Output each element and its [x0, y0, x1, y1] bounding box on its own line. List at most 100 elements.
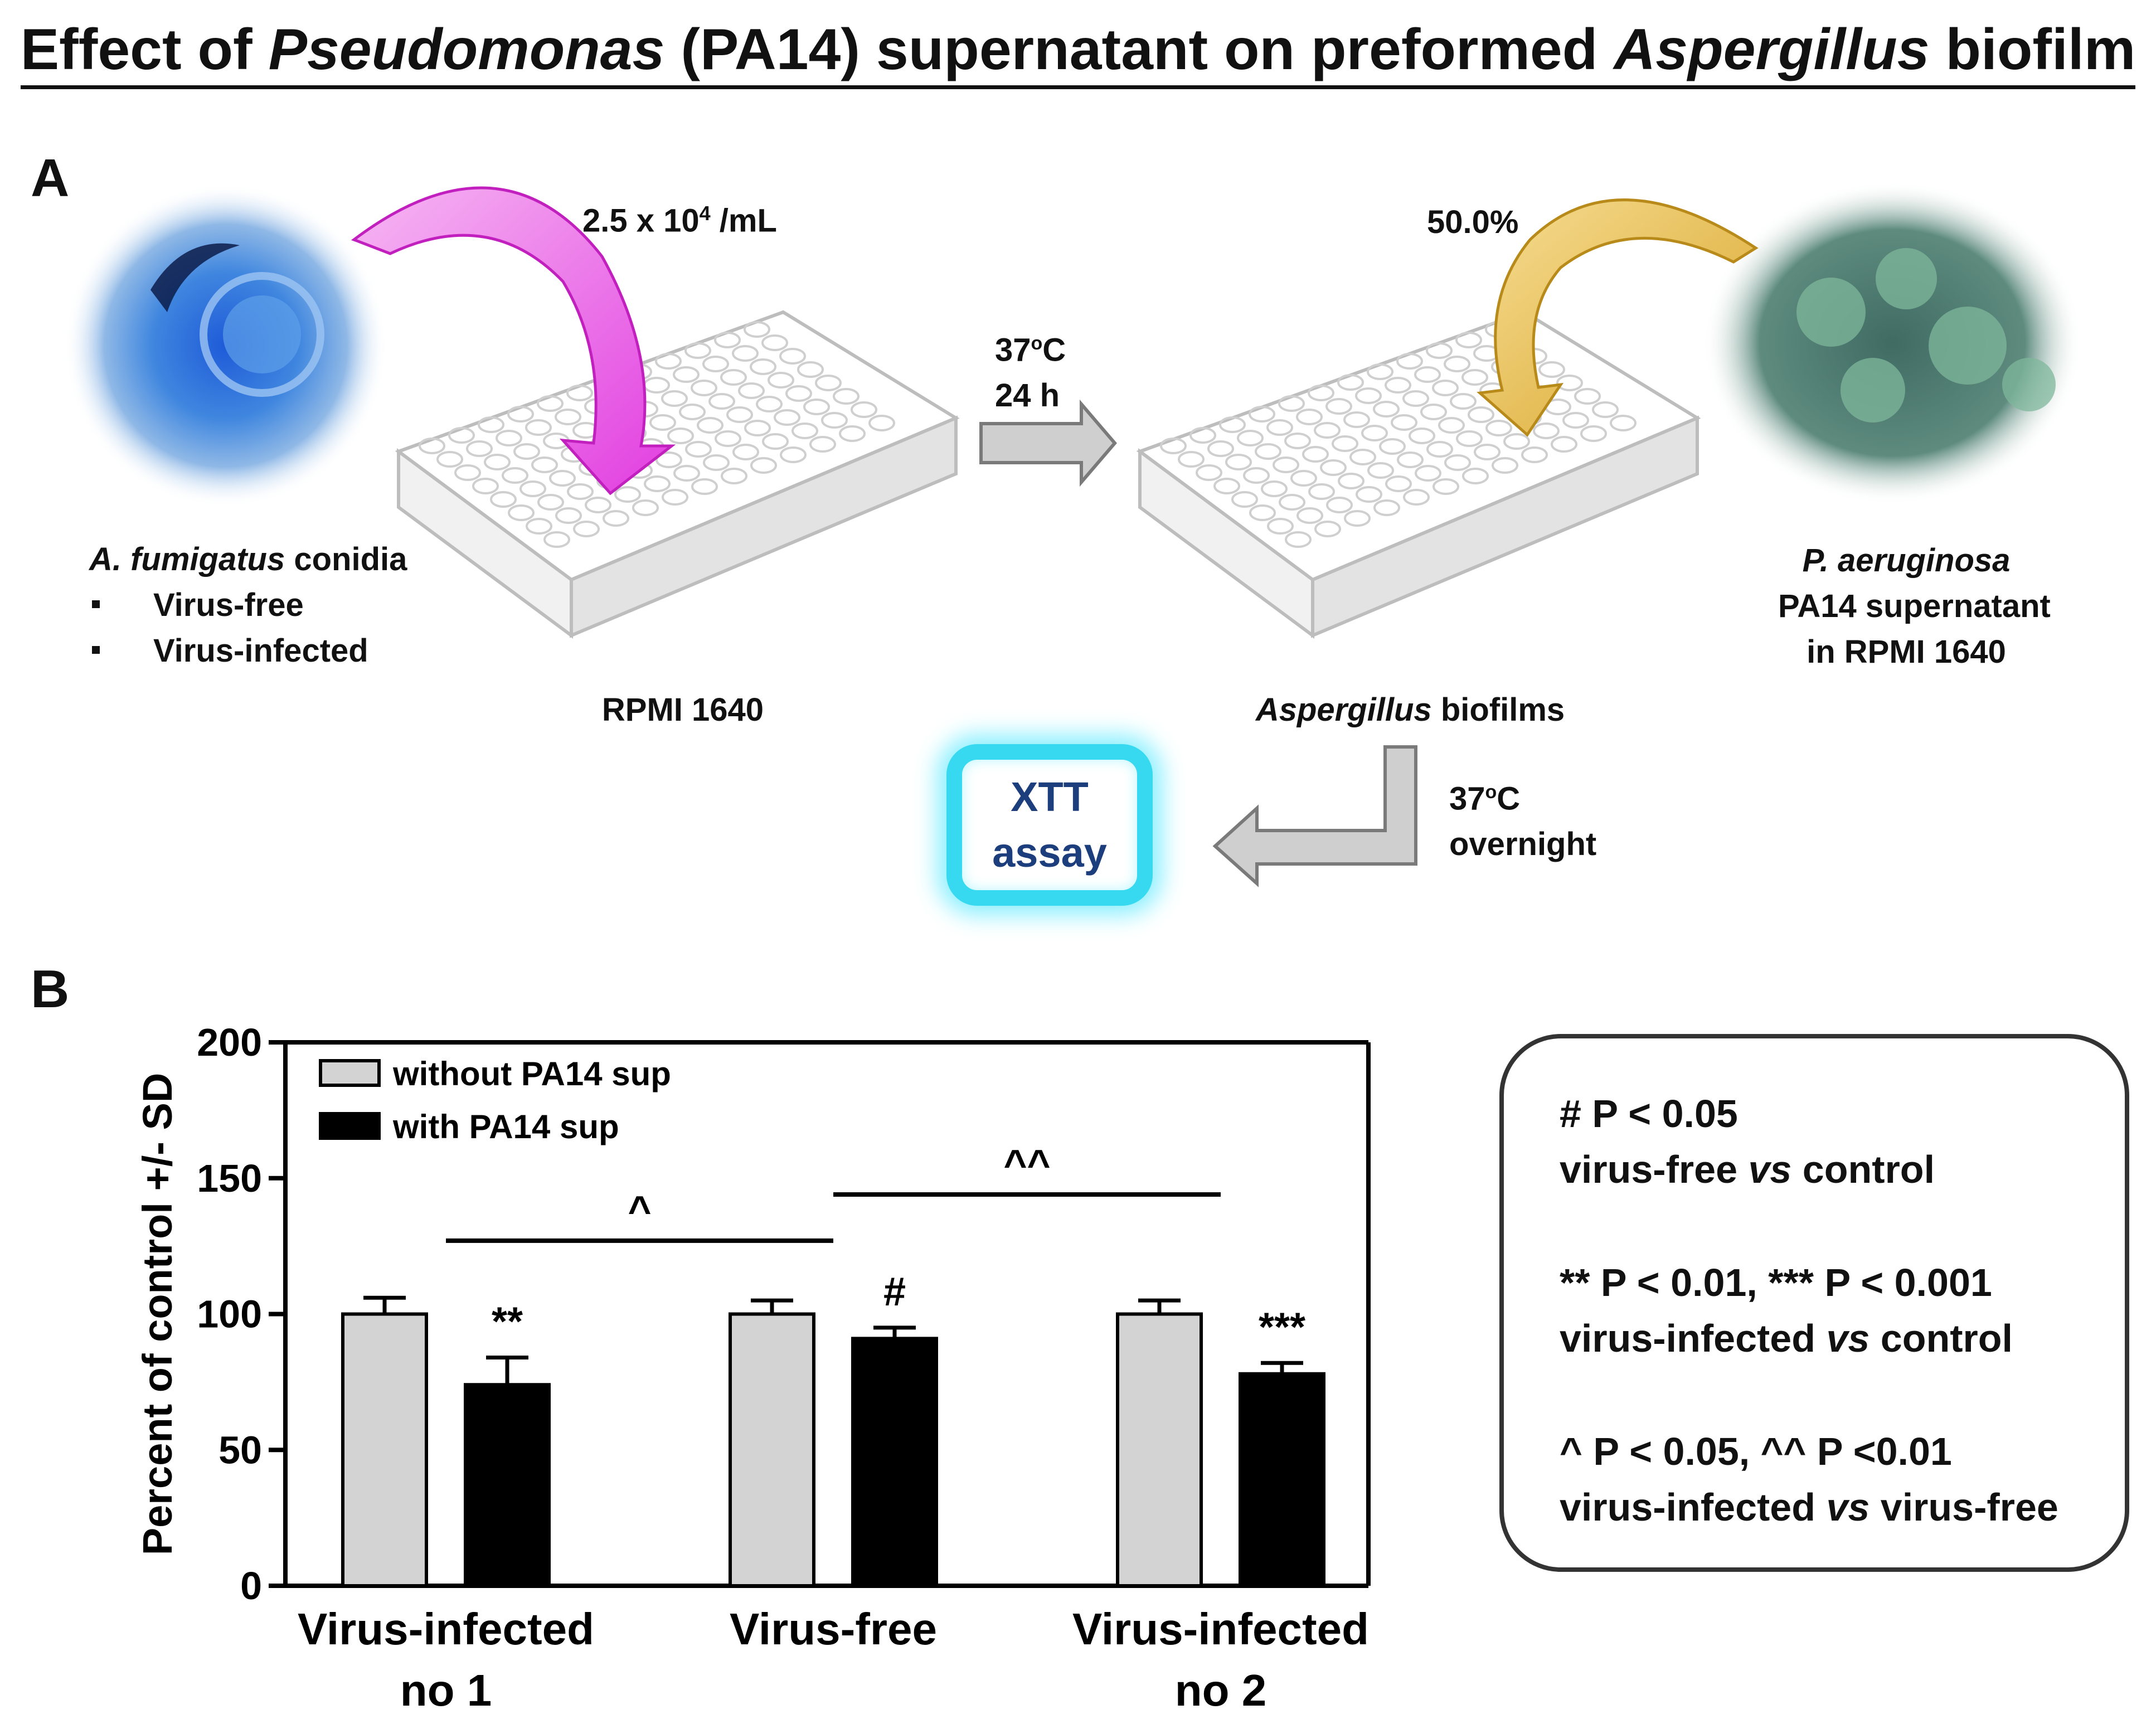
plate-well: [1178, 451, 1205, 468]
plate-well: [721, 468, 747, 484]
comparison-marker: ^^: [1003, 1142, 1050, 1187]
plate-well: [1189, 427, 1216, 444]
plate-well: [1343, 411, 1370, 428]
conidia-bullets: Virus-free Virus-infected: [92, 582, 368, 674]
title-part: Pseudomonas: [268, 17, 665, 82]
plate-well: [797, 361, 824, 378]
plate-well: [496, 430, 522, 446]
plate-well: [738, 382, 765, 399]
plate-well: [1243, 467, 1270, 484]
plate-well: [1231, 491, 1258, 508]
bullet-virus-free: Virus-free: [92, 582, 368, 628]
plate-well: [726, 406, 753, 423]
plate-well: [502, 467, 528, 484]
plate-well: [1492, 457, 1518, 474]
plate-well: [466, 440, 493, 457]
plate-well: [1391, 414, 1417, 431]
significance-description: virus-free vs control: [1560, 1142, 2125, 1197]
description-part: virus-free: [1869, 1485, 2058, 1529]
plate-well: [821, 412, 848, 429]
description-part: virus-infected: [1560, 1485, 1827, 1529]
plate-well: [662, 489, 688, 506]
plate-well: [673, 465, 700, 482]
plate-well: [448, 427, 475, 444]
plate-well: [1344, 510, 1371, 527]
plate-well: [1308, 385, 1334, 401]
pseudomonas-image: [1703, 181, 2082, 504]
plate-well: [744, 321, 770, 338]
step2-arrow: [1212, 745, 1417, 887]
y-tick-label: 0: [240, 1564, 262, 1608]
plate-well: [1533, 423, 1560, 439]
plate-well: [1290, 470, 1317, 487]
plate-well: [1308, 483, 1335, 500]
plate-well: [1456, 430, 1483, 447]
x-tick-label: Virus-infected: [298, 1604, 594, 1654]
title-part: (PA14) supernatant on preformed: [664, 17, 1614, 89]
plate-well: [685, 441, 712, 458]
plate-well: [537, 395, 564, 412]
plate-well: [1414, 366, 1441, 383]
significance-p-value: ^ P < 0.05, ^^ P <0.01: [1560, 1430, 1952, 1473]
plate-well: [1556, 375, 1583, 391]
plate-well: [779, 348, 806, 365]
significance-description: virus-infected vs virus-free: [1560, 1479, 2125, 1535]
description-part: vs: [1748, 1148, 1792, 1191]
y-tick-label: 200: [197, 1021, 262, 1064]
plate-well: [1385, 377, 1411, 394]
plate-well: [803, 399, 830, 415]
plate-well: [1325, 398, 1352, 415]
figure-title: Effect of Pseudomonas (PA14) supernatant…: [0, 17, 2156, 89]
plate2-label: Aspergillus biofilms: [1255, 692, 1565, 728]
plate-well: [1379, 438, 1406, 455]
plate-well: [1213, 478, 1240, 494]
plate-well: [1367, 363, 1393, 380]
plate-well: [1320, 459, 1347, 476]
xtt-line2: assay: [992, 829, 1107, 876]
description-part: virus-free: [1560, 1148, 1749, 1191]
plate-well: [1261, 480, 1288, 497]
xtt-line1: XTT: [1011, 774, 1089, 820]
plate-well: [839, 425, 866, 442]
plate-well: [1237, 430, 1264, 446]
plate-well: [809, 436, 836, 453]
plate-well: [697, 417, 723, 434]
description-part: control: [1869, 1317, 2013, 1360]
step2-conditions: 37oC overnight: [1449, 780, 1597, 863]
plate-well: [585, 497, 611, 513]
plate-well: [1373, 401, 1400, 417]
plate-well: [1225, 454, 1252, 470]
plate-well: [1314, 422, 1341, 439]
legend-swatch: [319, 1059, 381, 1087]
bar: [851, 1337, 938, 1587]
plate-well: [750, 457, 777, 474]
conidia-label: A. fumigatus conidia: [89, 541, 407, 577]
plate-well: [780, 446, 807, 463]
plate1-label: RPMI 1640: [601, 692, 764, 728]
plate-well: [1273, 457, 1299, 473]
plate-well: [632, 499, 659, 516]
gold-arrow: [1477, 198, 1759, 437]
plate-well: [1426, 342, 1453, 359]
panel-b-letter: B: [31, 959, 70, 1019]
plate-well: [732, 345, 759, 362]
legend-label: with PA14 sup: [392, 1108, 619, 1145]
plate-well: [1580, 425, 1607, 442]
plate-well: [1249, 406, 1275, 423]
plate-well: [679, 404, 706, 420]
plate-well: [573, 521, 600, 537]
plate-well: [1562, 412, 1589, 429]
plate-well: [1219, 416, 1246, 433]
plate-well: [1521, 446, 1548, 463]
conidia-image: [64, 184, 387, 507]
plate-well: [1279, 494, 1305, 511]
plate-well: [1420, 404, 1447, 420]
description-part: virus-infected: [1560, 1317, 1827, 1360]
plate-well: [1433, 478, 1459, 495]
plate-well: [1438, 417, 1465, 434]
plate-well: [868, 415, 895, 431]
plate-well: [1592, 401, 1619, 418]
x-tick-label: no 2: [1175, 1665, 1266, 1715]
plate-well: [1302, 446, 1329, 463]
plate-well: [691, 380, 717, 396]
